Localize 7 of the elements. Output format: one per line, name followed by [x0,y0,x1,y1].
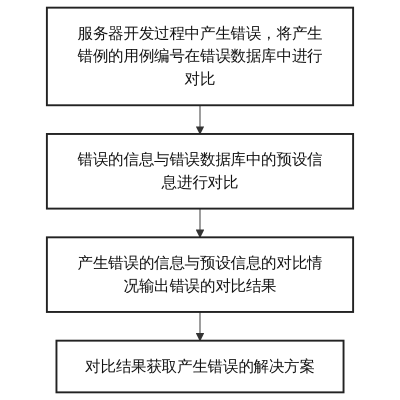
node-box: 服务器开发过程中产生错误，将产生错例的用例编号在错误数据库中进行对比 [46,6,354,106]
arrow [196,311,204,342]
arrow [196,104,204,134]
arrow [196,208,204,238]
node-box: 产生错误的信息与预设信息的对比情况输出错误的对比结果 [46,236,354,313]
node-box: 对比结果获取产生错误的解决方案 [56,340,344,394]
node-box: 错误的信息与错误数据库中的预设信息进行对比 [46,133,354,210]
